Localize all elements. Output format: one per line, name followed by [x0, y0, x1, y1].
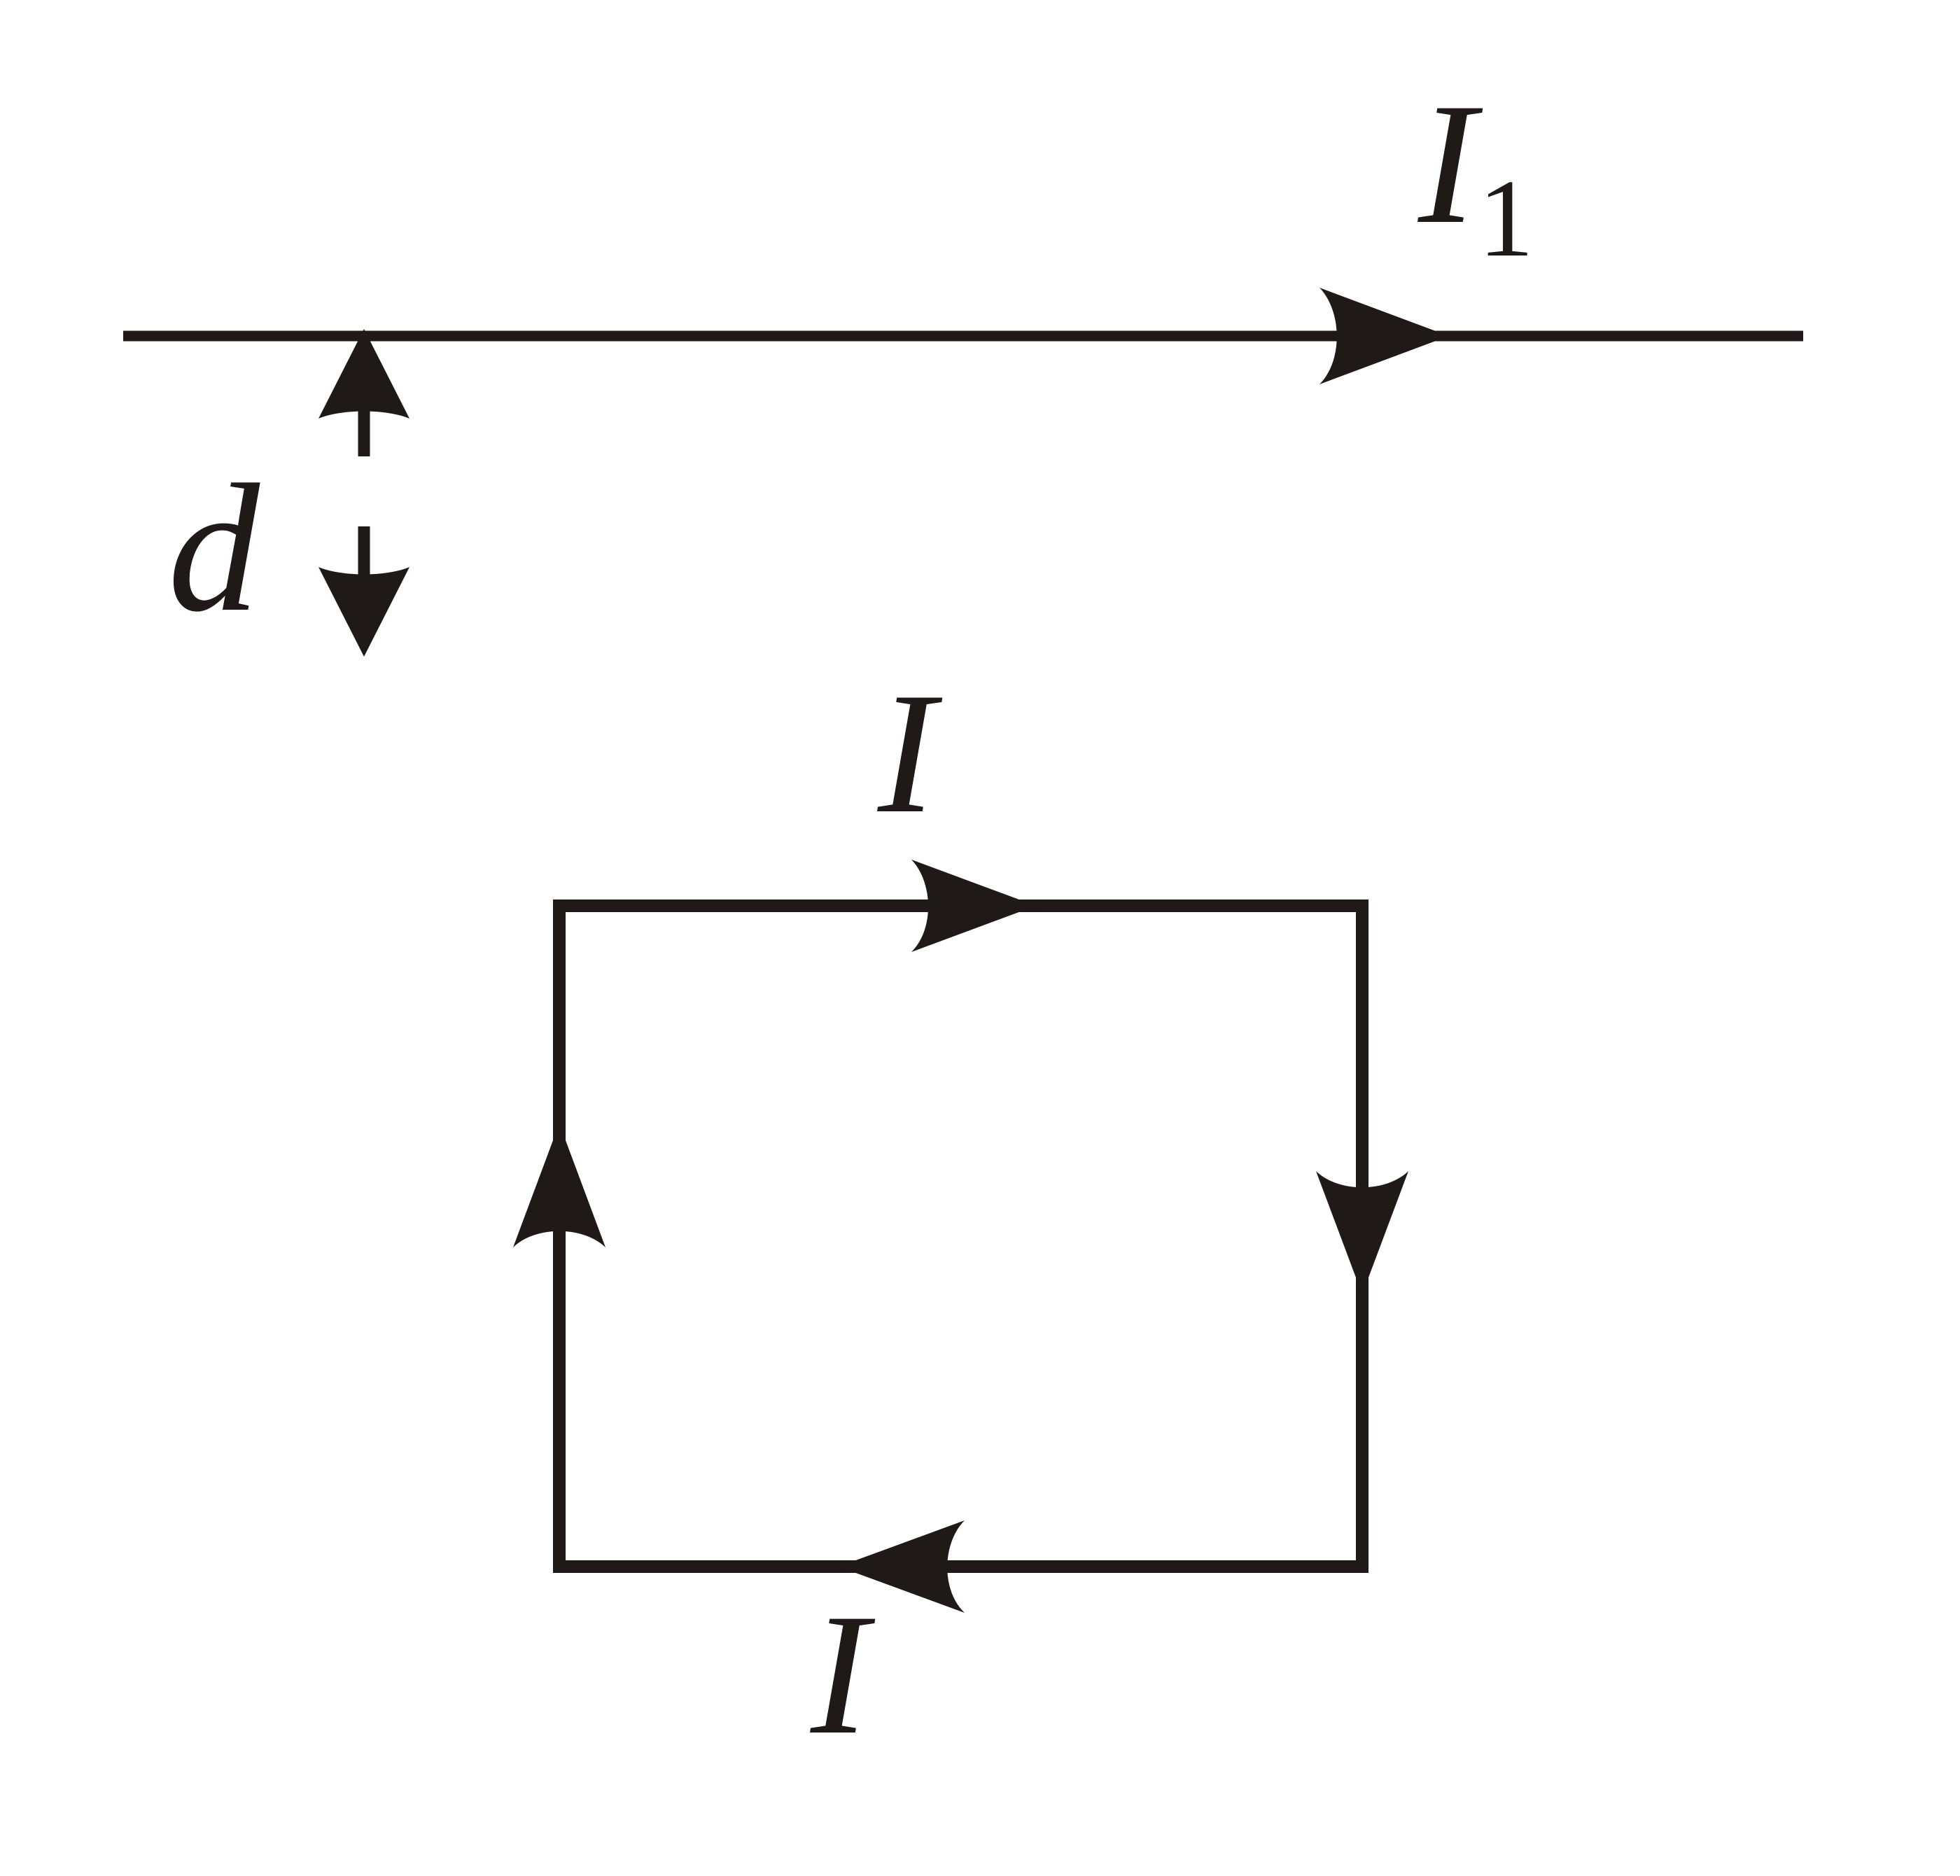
- separation-label: d: [168, 447, 260, 650]
- current-loop-group: [513, 860, 1408, 1613]
- loop-top-arrowhead-icon: [911, 860, 1036, 952]
- wire-current-subscript: 1: [1478, 157, 1534, 280]
- wire-current-label: I1: [1418, 77, 1534, 274]
- loop-left-arrowhead-icon: [513, 1124, 606, 1247]
- wire-current-arrowhead-icon: [1320, 288, 1449, 384]
- loop-current-label-bottom: I: [811, 1578, 869, 1770]
- distance-arrow-down-head-icon: [318, 567, 410, 657]
- loop-current-label-top: I: [878, 657, 936, 849]
- loop-outline: [553, 899, 1368, 1573]
- loop-bottom-arrowhead-icon: [839, 1520, 965, 1613]
- distance-arrow-group: [318, 329, 410, 657]
- distance-arrow-up-head-icon: [318, 329, 410, 419]
- wire-current-symbol: I: [1418, 67, 1476, 260]
- loop-right-arrowhead-icon: [1316, 1171, 1408, 1294]
- straight-wire-group: [123, 288, 1803, 384]
